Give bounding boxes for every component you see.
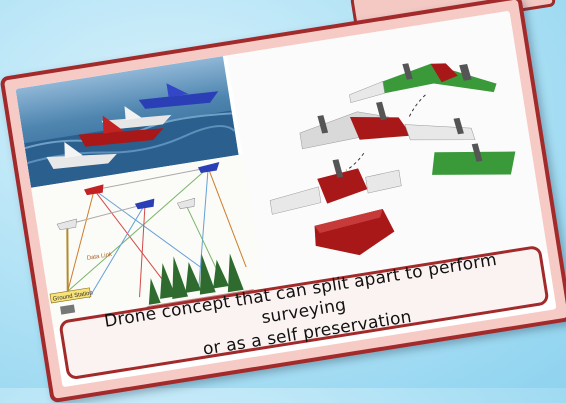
- drone-photo-image: [15, 56, 239, 188]
- data-link-diagram: Data Link Ground Station: [31, 152, 279, 328]
- data-link-sketch: Data Link Ground Station: [49, 161, 255, 315]
- data-link-label: Data Link: [86, 252, 113, 262]
- ground-station-icon: [60, 304, 76, 315]
- split-drone-render: [226, 10, 552, 298]
- drone-photo-illustration: [24, 83, 239, 188]
- slide-content: Data Link Ground Station: [15, 10, 557, 388]
- split-drone-illustration: [269, 63, 516, 256]
